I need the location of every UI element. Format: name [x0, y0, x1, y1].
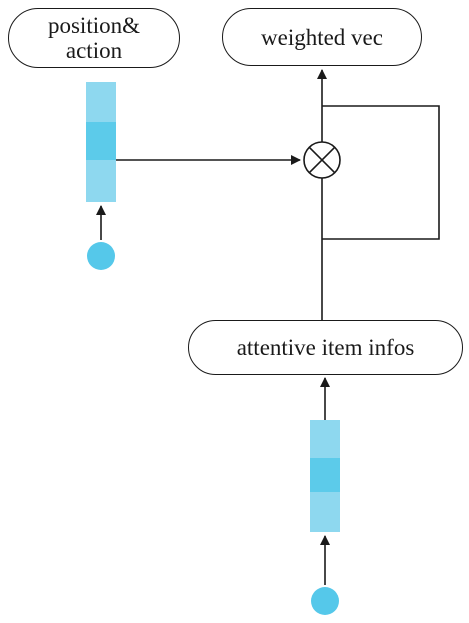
item-vector [310, 420, 340, 532]
position-action-label-line2: action [65, 38, 123, 63]
vector-cell [310, 492, 340, 532]
circle-times-icon [303, 141, 341, 179]
vector-cell [86, 122, 116, 160]
position-action-label-line1: position& [47, 13, 140, 38]
skip-connection [322, 105, 440, 240]
input-dot-icon [311, 587, 339, 615]
vector-cell [310, 458, 340, 492]
position-action-node: position& action [8, 8, 180, 68]
attentive-item-infos-label: attentive item infos [236, 335, 415, 360]
vector-cell [86, 160, 116, 202]
vector-cell [86, 82, 116, 122]
position-action-vector [86, 82, 116, 202]
input-dot-icon [87, 242, 115, 270]
attentive-item-infos-node: attentive item infos [188, 320, 463, 375]
weighted-vec-node: weighted vec [222, 8, 422, 66]
vector-cell [310, 420, 340, 458]
weighted-vec-label: weighted vec [261, 24, 383, 50]
